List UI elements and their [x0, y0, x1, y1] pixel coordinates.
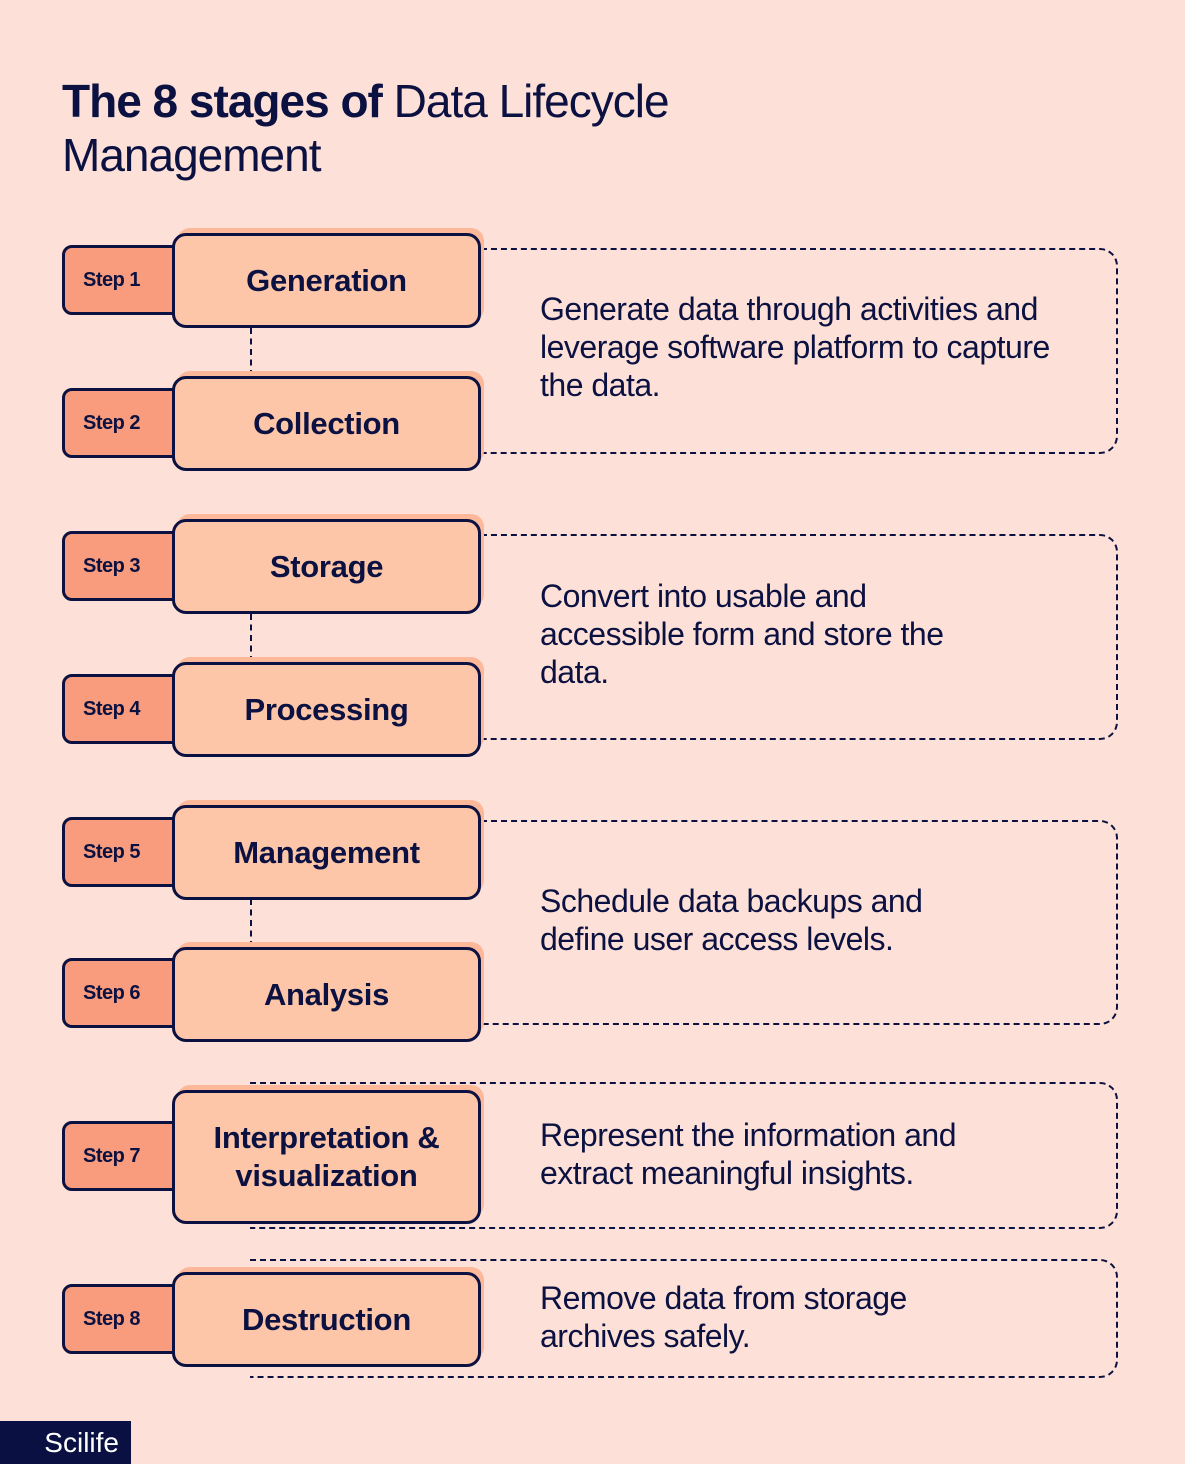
- step-tab-1: Step 1: [62, 245, 190, 315]
- stage-analysis: Analysis: [172, 947, 481, 1042]
- description-5: Remove data from storage archives safely…: [540, 1280, 907, 1354]
- connector-3-4: [250, 614, 252, 662]
- page-title: The 8 stages of Data Lifecycle Managemen…: [62, 74, 822, 182]
- stage-destruction: Destruction: [172, 1272, 481, 1367]
- title-bold: The 8 stages of: [62, 75, 383, 127]
- title-light-2: Management: [62, 129, 321, 181]
- description-4: Represent the information and extract me…: [540, 1117, 956, 1191]
- group-box-2: [481, 534, 1118, 740]
- group-box-1: [481, 248, 1118, 454]
- step-tab-8: Step 8: [62, 1284, 190, 1354]
- step-tab-7: Step 7: [62, 1121, 190, 1191]
- brand-logo: Scilife: [0, 1421, 131, 1464]
- step-tab-2: Step 2: [62, 388, 190, 458]
- stage-processing: Processing: [172, 662, 481, 757]
- description-3: Schedule data backups and define user ac…: [540, 883, 923, 957]
- description-1: Generate data through activities and lev…: [540, 291, 1050, 403]
- step-tab-5: Step 5: [62, 817, 190, 887]
- stage-generation: Generation: [172, 233, 481, 328]
- stage-management: Management: [172, 805, 481, 900]
- step-tab-4: Step 4: [62, 674, 190, 744]
- step-tab-6: Step 6: [62, 958, 190, 1028]
- description-2: Convert into usable and accessible form …: [540, 578, 944, 690]
- group-box-3: [481, 820, 1118, 1025]
- step-tab-3: Step 3: [62, 531, 190, 601]
- connector-1-2: [250, 328, 252, 376]
- stage-storage: Storage: [172, 519, 481, 614]
- group-box-5: [250, 1259, 1118, 1378]
- connector-5-6: [250, 899, 252, 947]
- stage-interpretation: Interpretation & visualization: [172, 1090, 481, 1224]
- title-light-1: Data Lifecycle: [393, 75, 670, 127]
- group-box-4: [250, 1082, 1118, 1229]
- stage-collection: Collection: [172, 376, 481, 471]
